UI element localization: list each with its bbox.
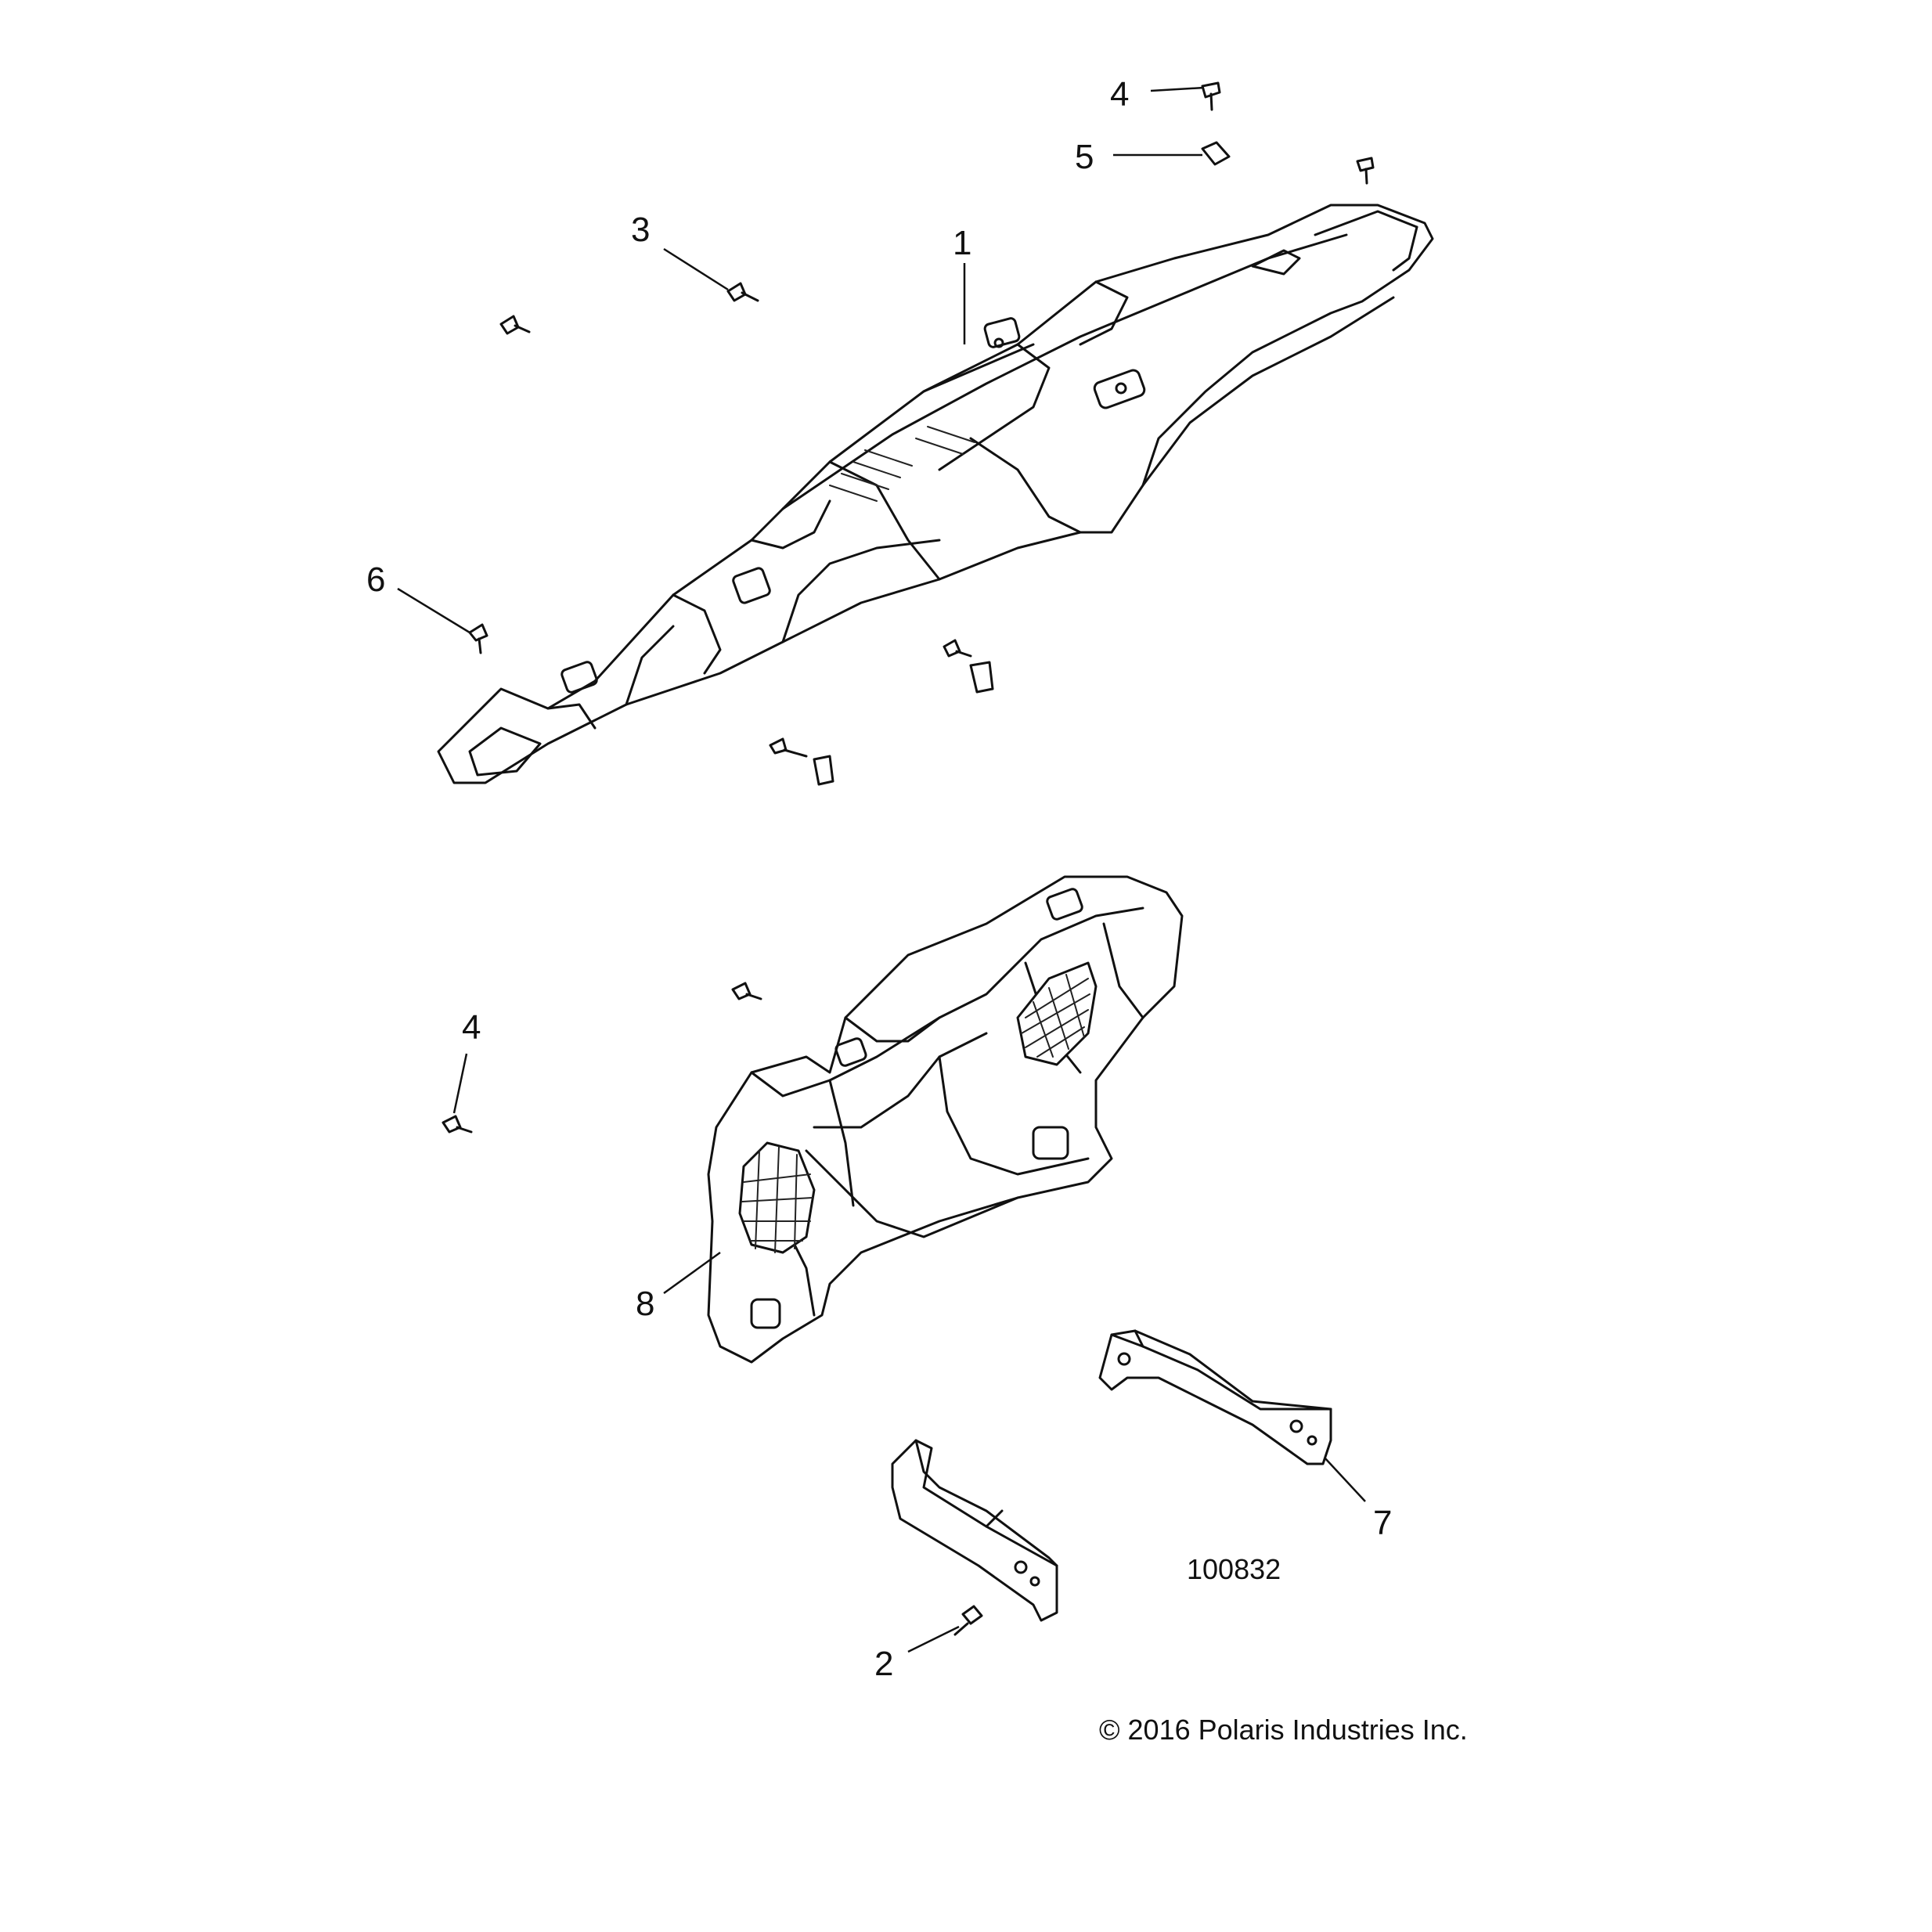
fastener-screw-4a — [1201, 81, 1221, 111]
callout-1: 1 — [953, 224, 971, 262]
fastener-screw-lower — [769, 737, 808, 758]
fastener-clip-lower — [813, 755, 834, 786]
callout-7: 7 — [1373, 1504, 1392, 1542]
fastener-screw-3 — [726, 282, 759, 302]
callout-8: 8 — [636, 1285, 654, 1323]
fastener-nut-5 — [1201, 141, 1231, 166]
fastener-screw-left-upper — [499, 315, 531, 335]
callout-5: 5 — [1075, 138, 1094, 176]
part-2-bracket — [891, 1439, 1058, 1622]
figure-number: 100832 — [1187, 1553, 1281, 1585]
callout-4-top: 4 — [1110, 75, 1129, 114]
part-8-panel — [707, 875, 1184, 1364]
callout-4-left: 4 — [462, 1008, 481, 1047]
fastener-screw-6 — [468, 623, 488, 654]
part-7-bracket — [1098, 1329, 1332, 1465]
fastener-clip-mid — [969, 661, 994, 694]
callout-2: 2 — [874, 1645, 893, 1683]
copyright-notice: © 2016 Polaris Industries Inc. — [1099, 1714, 1468, 1746]
fastener-bolt-2 — [953, 1605, 983, 1636]
fastener-screw-4b — [442, 1115, 473, 1134]
fastener-screw-top-right — [1356, 157, 1375, 185]
callout-3: 3 — [631, 211, 650, 249]
callout-6: 6 — [366, 560, 385, 599]
fastener-screw-center — [731, 982, 762, 1000]
leader-lines — [397, 86, 1366, 1653]
part-1-panel — [437, 204, 1434, 784]
fastener-screw-mid — [943, 639, 972, 658]
